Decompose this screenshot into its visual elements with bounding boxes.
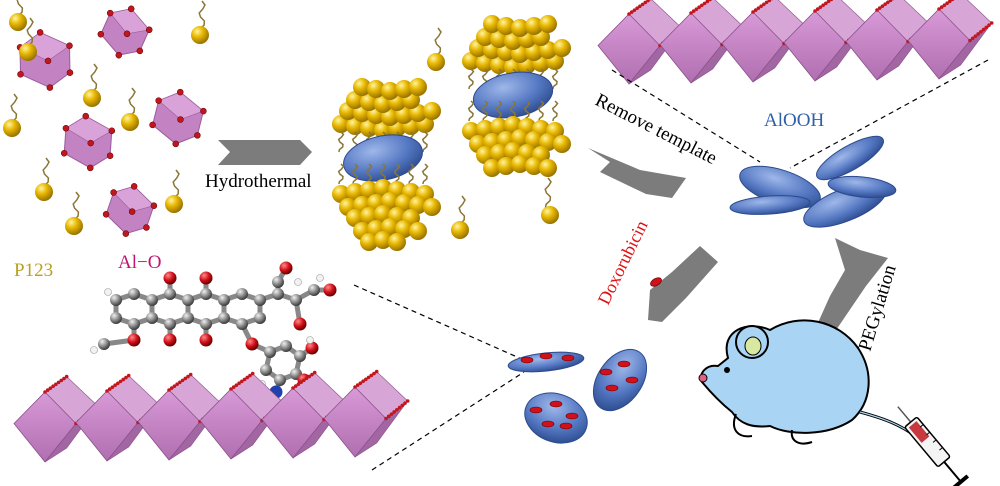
alo-octahedron-icon (16, 29, 74, 91)
alooh-sheet-top (597, 0, 994, 85)
drug-particle-icon (529, 406, 543, 414)
drug-particle-icon (539, 352, 553, 360)
p123-micelle-right (462, 15, 571, 177)
alo-octahedron-icon (149, 88, 207, 148)
drug-loaded-discs-icon (507, 348, 648, 444)
mouse-icon (698, 319, 919, 445)
drug-particle-icon (565, 412, 579, 420)
alo-octahedron-icon (97, 5, 153, 59)
p123-chain-icon (165, 169, 183, 213)
hydrothermal-label: Hydrothermal (205, 171, 312, 192)
doxorubicin-arrow-icon (648, 246, 718, 322)
alo-octahedron-icon (60, 112, 116, 172)
al-o-label: Al−O (118, 252, 161, 273)
p123-label: P123 (14, 260, 53, 281)
syringe-icon (897, 406, 970, 486)
drug-particle-icon (599, 368, 613, 376)
p123-chains-group (3, 0, 559, 239)
zoom-line (371, 371, 525, 471)
zoom-line (611, 69, 761, 163)
drug-particle-icon (561, 354, 575, 362)
doxorubicin-molecule-icon (90, 261, 337, 399)
p123-chain-icon (3, 93, 21, 137)
p123-chain-icon (541, 177, 559, 224)
zoom-line (789, 59, 989, 169)
doxorubicin-label: Doxorubicin (594, 217, 652, 308)
sheet-octahedron-icon (845, 0, 932, 81)
alooh-nanosheets-icon (729, 135, 897, 228)
p123-chain-icon (451, 195, 469, 239)
hydrothermal-arrow-icon (218, 140, 312, 165)
sheet-octahedron-icon (907, 0, 994, 80)
p123-chain-icon (65, 191, 83, 235)
drug-particle-icon (549, 400, 563, 408)
p123-chain-icon (121, 87, 139, 131)
alooh-label: AlOOH (764, 110, 824, 131)
zoom-line (353, 284, 525, 361)
pegylation-arrow-icon (812, 238, 888, 336)
drug-particle-icon (541, 420, 555, 428)
p123-chain-icon (83, 63, 101, 107)
p123-chain-icon (35, 157, 53, 201)
p123-micelle-left (332, 78, 441, 251)
alo-octahedron-icon (102, 183, 158, 237)
drug-particle-icon (605, 384, 619, 392)
remove-template-label: Remove template (592, 90, 720, 169)
drug-particle-icon (617, 360, 631, 368)
p123-chain-icon (191, 0, 209, 44)
sheet-octahedron-icon (323, 369, 410, 458)
drug-particle-icon (559, 422, 573, 430)
drug-particle-icon (650, 277, 662, 287)
remove-template-arrow-icon (588, 148, 686, 198)
drug-particle-icon (625, 376, 639, 384)
p123-chain-icon (427, 27, 445, 71)
alooh-sheet-bottom (13, 369, 410, 463)
p123-chain-icon (9, 0, 27, 31)
alo-octahedra-group (16, 5, 207, 237)
drug-particle-icon (520, 356, 534, 364)
p123-chain-icon (19, 17, 37, 61)
